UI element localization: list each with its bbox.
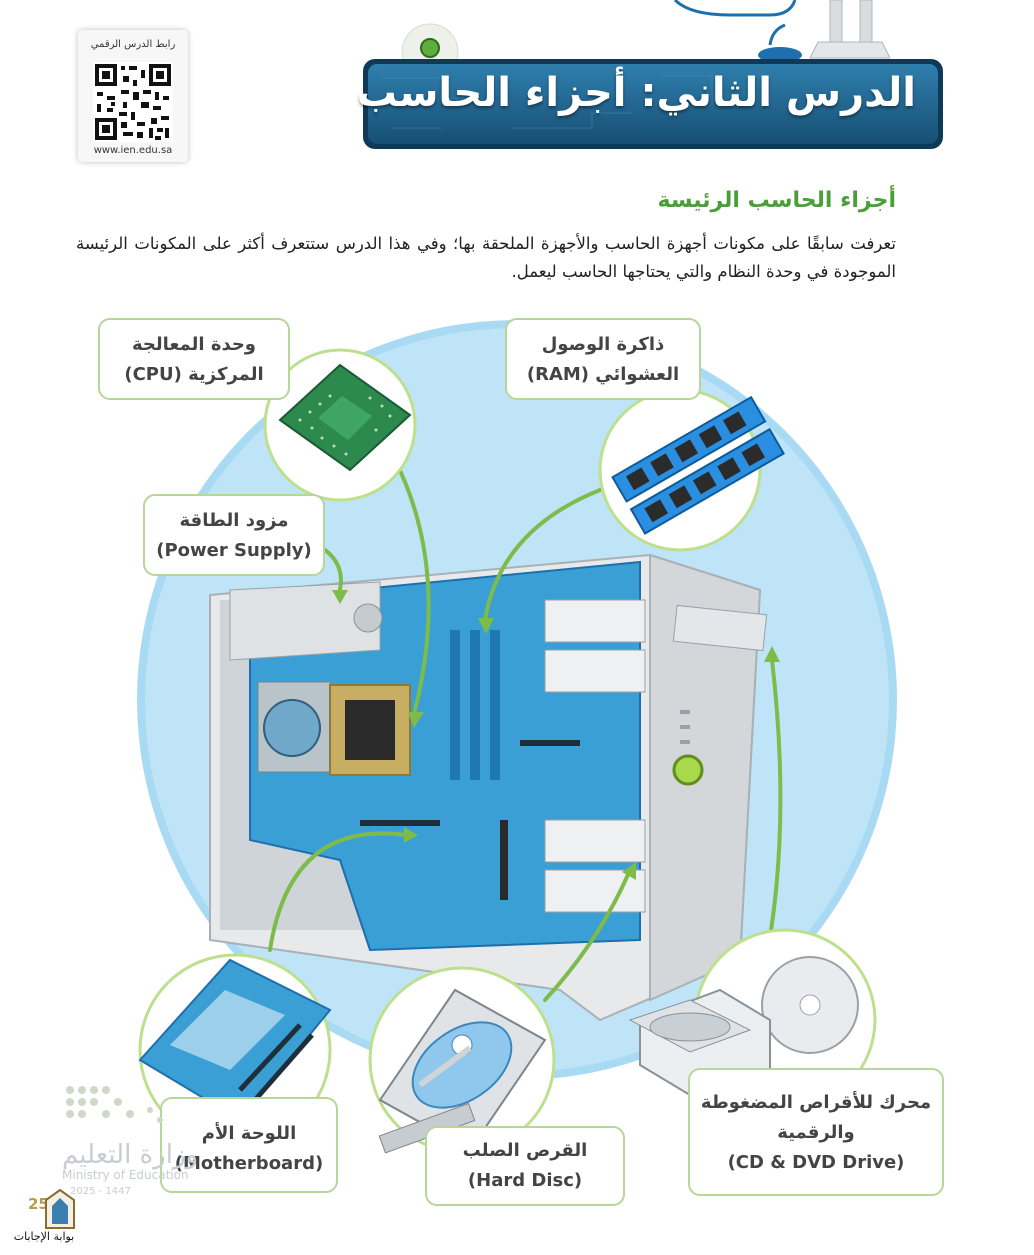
label-cpu-line1: وحدة المعالجة xyxy=(131,334,256,355)
label-optical-line1: محرك للأقراص المضغوطة xyxy=(700,1092,932,1113)
label-ram-line2: العشوائي (RAM) xyxy=(526,364,680,385)
connector-arrows xyxy=(268,458,783,1072)
ram-module-icon xyxy=(598,388,785,552)
section-heading: أجزاء الحاسب الرئيسة xyxy=(657,188,897,213)
computer-case-icon xyxy=(209,553,768,1022)
lesson-title-banner: الدرس الثاني: أجزاء الحاسب xyxy=(357,58,944,150)
label-motherboard-ar: اللوحة الأم xyxy=(201,1123,297,1144)
hard-disk-icon xyxy=(368,966,556,1154)
label-cpu-line2: المركزية (CPU) xyxy=(124,364,264,385)
page-number: 25 xyxy=(28,1195,49,1213)
label-optical-en: (CD & DVD Drive) xyxy=(727,1152,905,1173)
cpu-chip-icon xyxy=(263,348,417,502)
label-motherboard: اللوحة الأم (Motherboard) xyxy=(160,1097,338,1193)
label-ram: ذاكرة الوصول العشوائي (RAM) xyxy=(505,318,701,400)
computer-parts-diagram xyxy=(137,320,897,1154)
ministry-logo-icon xyxy=(66,1086,163,1123)
site-logo-text: بوابة الإجابات xyxy=(13,1230,75,1243)
label-cpu: وحدة المعالجة المركزية (CPU) xyxy=(98,318,290,400)
label-optical-drive: محرك للأقراص المضغوطة والرقمية (CD & DVD… xyxy=(688,1068,944,1196)
label-optical-line2: والرقمية xyxy=(777,1122,855,1143)
ministry-watermark-year: 2025 - 1447 xyxy=(70,1186,131,1197)
label-ram-line1: ذاكرة الوصول xyxy=(541,334,665,355)
label-hdd-en: (Hard Disc) xyxy=(467,1170,583,1191)
label-power-supply: مزود الطاقة (Power Supply) xyxy=(143,494,325,576)
qr-label: رابط الدرس الرقمي xyxy=(90,39,176,50)
label-hdd-ar: القرص الصلب xyxy=(462,1140,588,1161)
qr-card[interactable]: رابط الدرس الرقمي www.ien.edu.sa xyxy=(78,30,188,162)
ministry-watermark-ar: وزارة التعليم xyxy=(62,1140,199,1170)
label-hard-disc: القرص الصلب (Hard Disc) xyxy=(425,1126,625,1206)
label-power-en: (Power Supply) xyxy=(156,540,312,561)
intro-paragraph: تعرفت سابقًا على مكونات أجهزة الحاسب وال… xyxy=(76,234,896,281)
qr-url[interactable]: www.ien.edu.sa xyxy=(93,145,173,156)
qr-code-icon[interactable] xyxy=(93,62,173,142)
site-logo-icon xyxy=(45,1188,75,1229)
label-motherboard-en: (Motherboard) xyxy=(174,1153,324,1174)
ministry-watermark-en: Ministry of Education xyxy=(62,1168,189,1182)
label-power-ar: مزود الطاقة xyxy=(179,510,289,531)
lesson-title: الدرس الثاني: أجزاء الحاسب xyxy=(356,70,916,116)
